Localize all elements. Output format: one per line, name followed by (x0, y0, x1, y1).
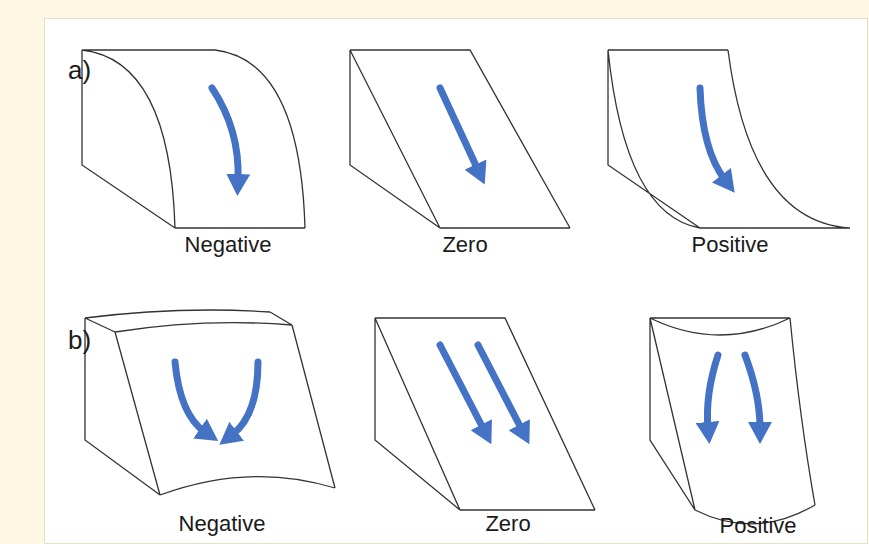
curvature-label: Zero (442, 234, 487, 256)
curvature-label: Zero (485, 513, 530, 535)
curvature-label: Negative (185, 234, 272, 256)
curvature-label: Negative (179, 513, 266, 535)
part-letter: b) (68, 327, 91, 353)
flow-arrows (175, 88, 760, 435)
curvature-label: Positive (691, 234, 768, 256)
curvature-label: Positive (719, 515, 796, 537)
part-letter: a) (68, 57, 91, 83)
wedge-outlines (82, 50, 850, 524)
background-panel (44, 18, 868, 544)
